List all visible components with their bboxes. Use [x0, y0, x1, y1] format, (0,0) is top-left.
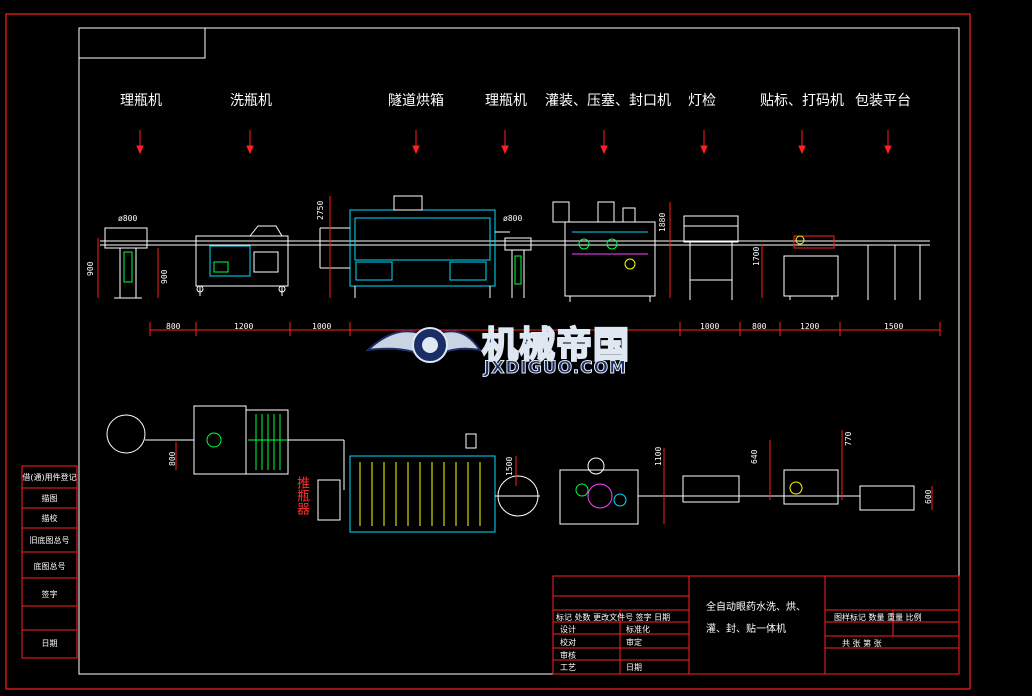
- plan-turntable-1: [106, 414, 146, 454]
- plan-label-pusher: 推瓶器: [294, 476, 309, 515]
- station-label-tunnel-oven: 隧道烘箱: [388, 93, 444, 109]
- elevation-view: [97, 195, 941, 336]
- side-panel-cell-old-base: 旧底图总号: [29, 536, 70, 545]
- station-label-bottle-sorter-1: 理瓶机: [120, 93, 162, 109]
- station-label-packing: 包装平台: [855, 93, 911, 109]
- dim-diameter-1: ø800: [118, 214, 138, 223]
- plan-filling-machine: [559, 469, 639, 525]
- station-label-labeler: 贴标、打码机: [760, 93, 844, 109]
- dim-plan-770: 770: [844, 431, 853, 446]
- plan-labeler: [783, 469, 839, 505]
- title-block-date: 日期: [626, 663, 642, 672]
- dim-height-900b: 900: [160, 269, 169, 284]
- elevation-labeler: [783, 235, 839, 300]
- dim-plan-800: 800: [168, 451, 177, 466]
- plan-tunnel-oven: [349, 455, 496, 533]
- station-label-bottle-sorter-2: 理瓶机: [485, 93, 527, 109]
- dim-bottom-1000a: 1000: [312, 322, 332, 331]
- corner-box: [78, 27, 206, 59]
- dim-bottom-800b: 800: [752, 322, 767, 331]
- dim-bottom-1000b: 1000: [700, 322, 720, 331]
- station-label-filling: 灌装、压塞、封口机: [545, 93, 671, 109]
- title-block-design: 设计: [560, 625, 576, 634]
- dim-diameter-2: ø800: [503, 214, 523, 223]
- watermark-logo-text-cn: 机械帝国: [481, 324, 631, 367]
- title-block: [552, 575, 960, 675]
- plan-inspection: [682, 475, 740, 503]
- side-panel-cell-borrowed: 借(通)用件登记: [22, 473, 77, 482]
- elevation-tunnel-oven: [319, 195, 510, 298]
- watermark-logo-emblem: [365, 327, 483, 363]
- plan-view: [106, 405, 933, 533]
- drawing-title-line-1: 全自动眼药水洗、烘、: [706, 602, 806, 613]
- dim-bottom-1200a: 1200: [234, 322, 254, 331]
- elevation-filling-machine: [552, 201, 656, 302]
- title-block-check: 校对: [560, 638, 576, 647]
- dim-plan-640: 640: [750, 449, 759, 464]
- dim-bottom-1500: 1500: [884, 322, 904, 331]
- title-block-process: 工艺: [560, 663, 576, 672]
- dim-plan-600: 600: [924, 489, 933, 504]
- inner-frame: [78, 27, 960, 675]
- elevation-packing-platform: [867, 245, 921, 300]
- dim-height-1700: 1700: [752, 246, 761, 266]
- title-block-right-header: 图样标记 数量 重量 比例: [834, 613, 922, 622]
- dim-bottom-1200b: 1200: [800, 322, 820, 331]
- title-block-header-row: 标记 处数 更改文件号 签字 日期: [556, 613, 671, 622]
- station-arrows: [136, 130, 892, 155]
- title-block-approve: 审定: [626, 638, 642, 647]
- elevation-bottle-sorter-1: [104, 227, 148, 299]
- dim-height-900a: 900: [86, 261, 95, 276]
- station-label-inspection: 灯检: [688, 93, 716, 109]
- station-label-washer: 洗瓶机: [230, 93, 272, 109]
- title-block-right-footer: 共 张 第 张: [842, 639, 882, 648]
- plan-packing-platform: [859, 485, 915, 511]
- title-block-review: 审核: [560, 651, 576, 660]
- elevation-washer: [195, 225, 289, 296]
- side-panel-cell-sign: 签字: [41, 589, 58, 599]
- title-block-standardization: 标准化: [626, 625, 650, 634]
- elevation-dimension-lines: [97, 196, 941, 336]
- watermark-logo-text-en: JXDIGUO.COM: [483, 358, 628, 379]
- dim-height-1880: 1880: [658, 212, 667, 232]
- drawing-title-line-2: 灌、封、贴一体机: [706, 624, 786, 635]
- side-panel-cell-base: 底图总号: [33, 562, 66, 571]
- dim-plan-1100: 1100: [654, 446, 663, 466]
- dim-height-2750: 2750: [316, 200, 325, 220]
- plan-washer-box: [193, 405, 247, 475]
- elevation-bottle-sorter-2: [504, 237, 532, 298]
- side-panel-cell-tracing: 描图: [41, 494, 58, 503]
- side-panel-cell-trace-check: 描校: [41, 514, 58, 523]
- dim-bottom-800a: 800: [166, 322, 181, 331]
- dim-plan-1500: 1500: [505, 456, 514, 476]
- left-side-panel: [21, 465, 78, 659]
- outer-frame: [5, 13, 971, 690]
- elevation-inspection: [683, 215, 739, 300]
- side-panel-cell-date: 日期: [41, 639, 58, 648]
